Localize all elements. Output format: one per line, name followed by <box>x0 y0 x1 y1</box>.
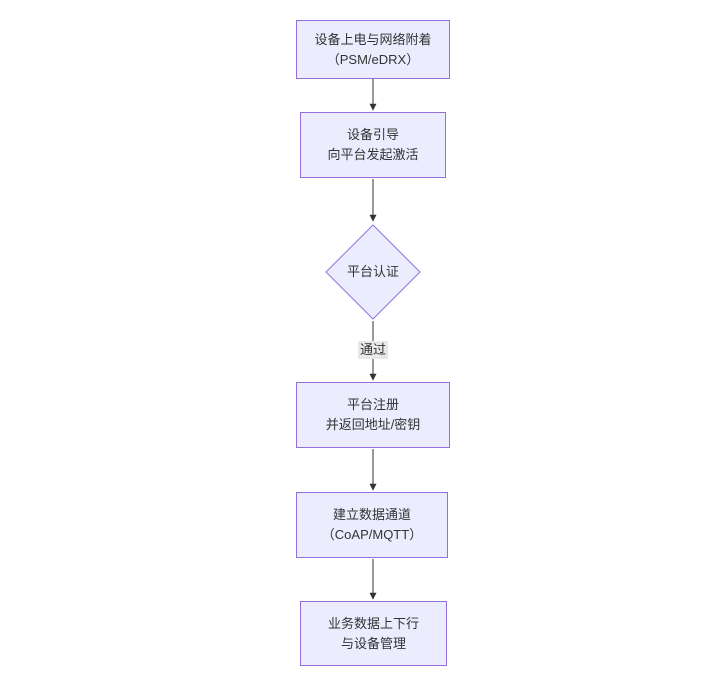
node-platform-auth-label: 平台认证 <box>346 264 399 279</box>
node-business-data-line1: 业务数据上下行 <box>327 615 419 631</box>
node-bootstrap: 设备引导 向平台发起激活 <box>300 112 446 178</box>
node-bootstrap-line2: 向平台发起激活 <box>327 147 419 162</box>
diamond-shape <box>325 224 421 320</box>
node-business-data-line2: 与设备管理 <box>340 635 406 651</box>
node-register: 平台注册 并返回地址/密钥 <box>296 382 450 448</box>
node-power-attach: 设备上电与网络附着 （PSM/eDRX） <box>296 20 450 79</box>
node-platform-auth: 平台认证 <box>325 224 421 320</box>
node-data-channel-line1: 建立数据通道 <box>332 507 411 522</box>
edge-label-pass: 通过 <box>357 341 389 359</box>
node-business-data: 业务数据上下行 与设备管理 <box>300 601 447 666</box>
node-register-line2: 并返回地址/密钥 <box>325 417 421 432</box>
node-register-line1: 平台注册 <box>346 397 399 412</box>
node-data-channel: 建立数据通道 （CoAP/MQTT） <box>296 492 448 558</box>
node-power-attach-line2: （PSM/eDRX） <box>326 51 420 67</box>
node-power-attach-line1: 设备上电与网络附着 <box>314 31 432 47</box>
node-data-channel-line2: （CoAP/MQTT） <box>321 527 423 542</box>
node-bootstrap-line1: 设备引导 <box>346 127 399 142</box>
